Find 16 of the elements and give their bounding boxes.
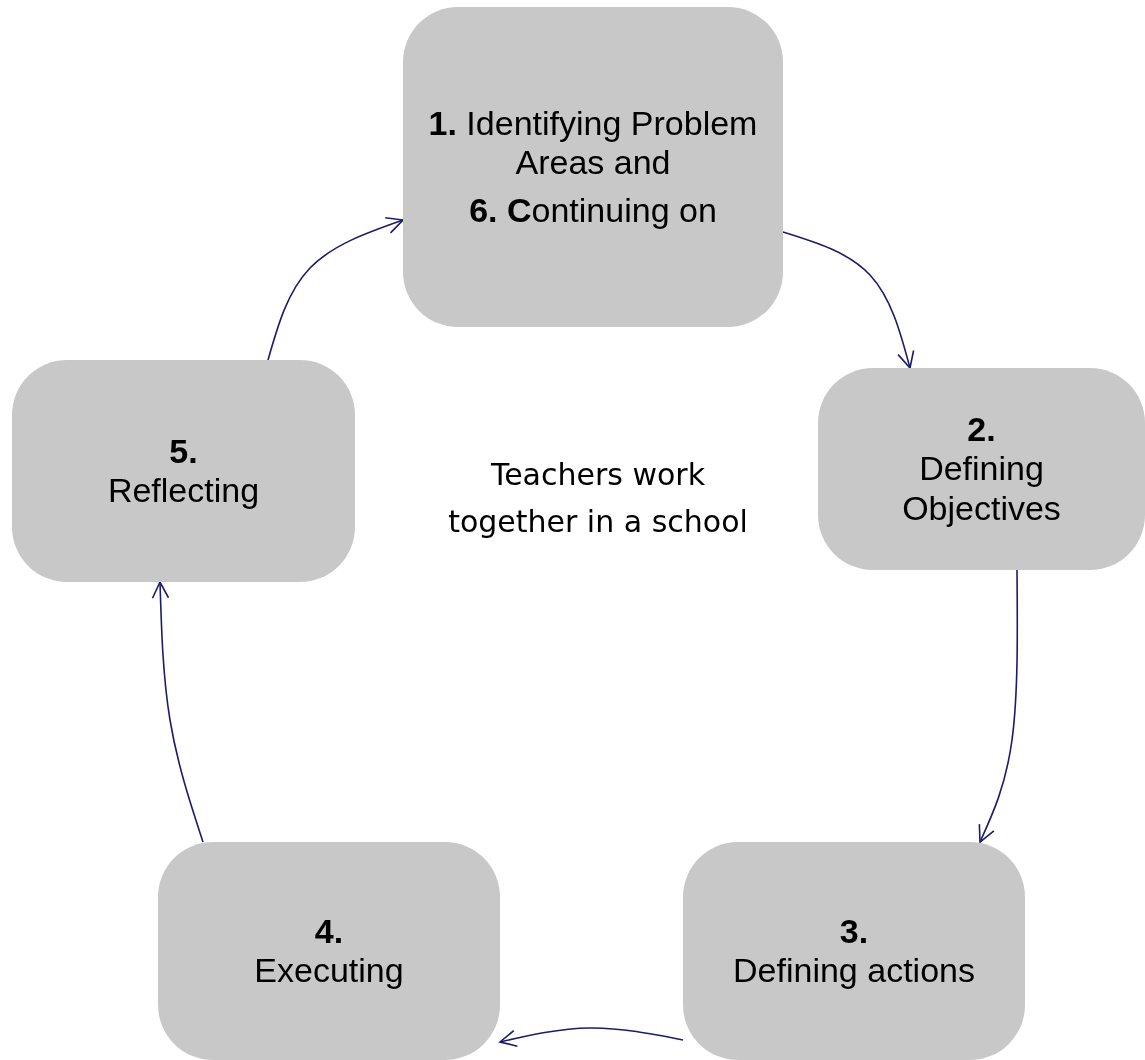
arrow xyxy=(782,231,915,369)
step-label: 3. Defining actions xyxy=(733,911,975,991)
process-box xyxy=(12,360,355,582)
step-label: 6. Continuing on xyxy=(469,190,717,230)
process-box xyxy=(403,7,783,327)
step-label: 5. Reflecting xyxy=(107,431,260,511)
process-box xyxy=(818,368,1145,570)
process-box xyxy=(683,842,1025,1060)
arrow xyxy=(151,581,204,843)
arrow xyxy=(267,216,404,361)
center-note: Teachers work together in a school xyxy=(448,456,748,541)
step-label: 2. Defining Objectives xyxy=(901,410,1062,528)
step-label: 4. Executing xyxy=(254,911,404,991)
arrow xyxy=(499,1027,684,1047)
process-box xyxy=(158,842,500,1060)
arrow xyxy=(978,569,1019,843)
